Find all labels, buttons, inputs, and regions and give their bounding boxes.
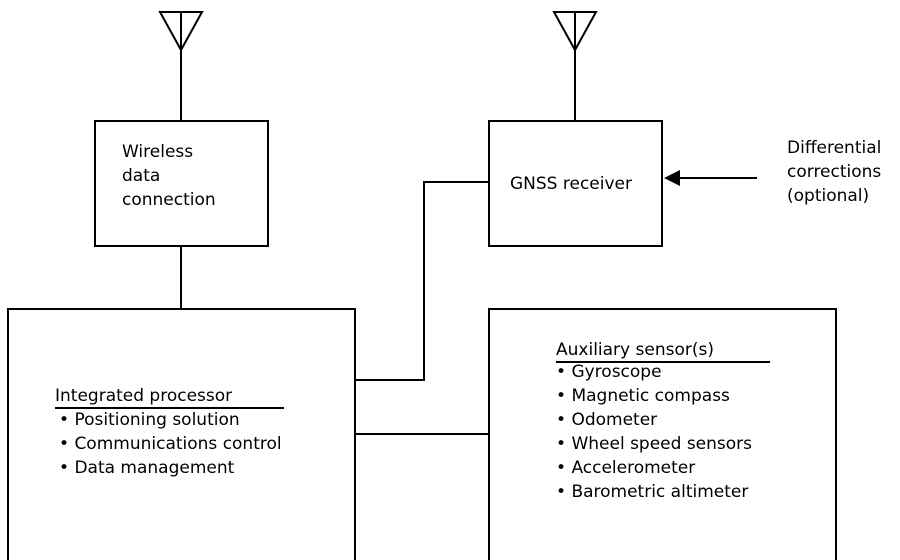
processor-list: Positioning solution Communications cont… — [59, 408, 282, 480]
antenna-icon-wireless — [158, 11, 204, 120]
differential-line-3: (optional) — [787, 186, 870, 206]
processor-title-wrap: Integrated processor — [55, 384, 285, 409]
processor-item: Data management — [59, 456, 282, 480]
wireless-label-line-3: connection — [122, 190, 216, 210]
wireless-box: Wireless data connection — [94, 120, 269, 247]
sensors-list: Gyroscope Magnetic compass Odometer Whee… — [556, 360, 752, 504]
wireless-label-line-2: data — [122, 166, 161, 186]
sensors-item: Gyroscope — [556, 360, 752, 384]
sensors-item: Accelerometer — [556, 456, 752, 480]
differential-line-2: corrections — [787, 162, 882, 182]
sensors-item: Magnetic compass — [556, 384, 752, 408]
sensors-item: Barometric altimeter — [556, 480, 752, 504]
processor-box: Integrated processor Positioning solutio… — [7, 308, 356, 560]
differential-line-1: Differential — [787, 138, 882, 158]
sensors-box: Auxiliary sensor(s) Gyroscope Magnetic c… — [488, 308, 837, 560]
differential-label: Differential corrections (optional) — [787, 136, 881, 208]
antenna-icon-gnss — [552, 11, 598, 120]
wireless-label: Wireless data connection — [122, 140, 216, 212]
sensors-item: Odometer — [556, 408, 752, 432]
processor-item: Communications control — [59, 432, 281, 456]
differential-arrow — [664, 170, 757, 186]
gnss-box: GNSS receiver — [488, 120, 663, 247]
wireless-label-line-1: Wireless — [122, 142, 194, 162]
sensors-item: Wheel speed sensors — [556, 432, 752, 456]
gnss-label: GNSS receiver — [510, 174, 632, 194]
processor-item: Positioning solution — [59, 408, 282, 432]
gnss-to-processor-line — [355, 181, 489, 381]
processor-title: Integrated processor — [55, 385, 285, 409]
